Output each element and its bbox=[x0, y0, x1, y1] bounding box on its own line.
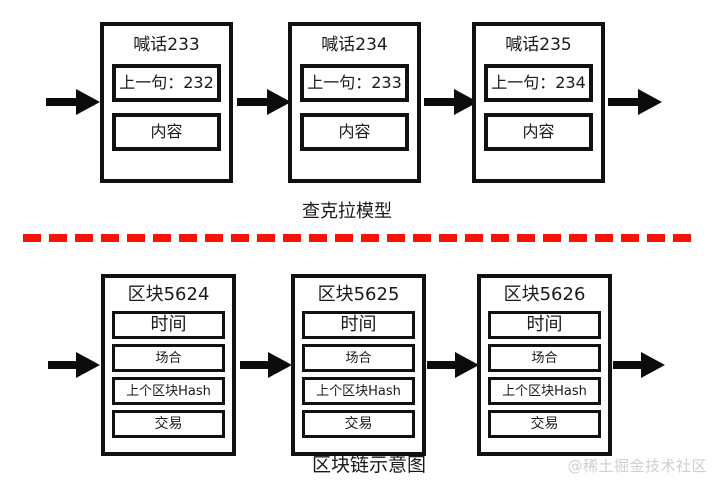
arrow-head bbox=[76, 89, 100, 115]
arrow-chakra-2-to-3 bbox=[424, 89, 478, 115]
block-node-1-transaction: 交易 bbox=[112, 410, 225, 438]
arrow-shaft bbox=[237, 98, 271, 106]
arrow-shaft bbox=[240, 361, 272, 369]
chakra-node-3-title: 喊话235 bbox=[505, 34, 572, 55]
arrow-chakra-1-to-2 bbox=[237, 89, 291, 115]
block-node-2[interactable]: 区块5625 时间 场合 上个区块Hash 交易 bbox=[291, 274, 426, 456]
chakra-node-2-content: 内容 bbox=[300, 113, 409, 151]
chakra-node-2[interactable]: 喊话234 上一句：233 内容 bbox=[288, 22, 421, 183]
block-node-3[interactable]: 区块5626 时间 场合 上个区块Hash 交易 bbox=[477, 274, 612, 456]
block-node-3-prev-hash: 上个区块Hash bbox=[488, 377, 601, 405]
arrow-block-2-to-3 bbox=[427, 352, 481, 378]
block-node-2-scene: 场合 bbox=[302, 344, 415, 372]
block-node-2-time: 时间 bbox=[302, 311, 415, 339]
chakra-node-3-content: 内容 bbox=[484, 113, 593, 151]
arrow-shaft bbox=[48, 361, 80, 369]
arrow-in-block-1 bbox=[48, 352, 102, 378]
section-divider bbox=[23, 234, 695, 242]
watermark-text: @稀土掘金技术社区 bbox=[567, 457, 707, 475]
block-node-3-scene: 场合 bbox=[488, 344, 601, 372]
block-node-1-time: 时间 bbox=[112, 311, 225, 339]
block-node-2-transaction: 交易 bbox=[302, 410, 415, 438]
chakra-model-caption: 查克拉模型 bbox=[302, 201, 392, 222]
block-node-2-title: 区块5625 bbox=[317, 284, 400, 305]
chakra-node-1-prev: 上一句：232 bbox=[112, 64, 221, 102]
arrow-head bbox=[268, 352, 292, 378]
chakra-node-1[interactable]: 喊话233 上一句：232 内容 bbox=[100, 22, 233, 183]
blockchain-caption: 区块链示意图 bbox=[312, 454, 427, 476]
chakra-node-2-prev: 上一句：233 bbox=[300, 64, 409, 102]
chakra-node-3-prev: 上一句：234 bbox=[484, 64, 593, 102]
block-node-1-scene: 场合 bbox=[112, 344, 225, 372]
block-node-1-title: 区块5624 bbox=[127, 284, 210, 305]
block-node-3-transaction: 交易 bbox=[488, 410, 601, 438]
arrow-head bbox=[641, 352, 665, 378]
arrow-block-1-to-2 bbox=[240, 352, 294, 378]
arrow-shaft bbox=[424, 98, 458, 106]
arrow-head bbox=[455, 352, 479, 378]
chakra-node-2-title: 喊话234 bbox=[321, 34, 388, 55]
arrow-out-chakra-3 bbox=[608, 89, 662, 115]
arrow-shaft bbox=[427, 361, 459, 369]
arrow-in-chakra-1 bbox=[46, 89, 100, 115]
arrow-head bbox=[267, 89, 291, 115]
block-node-1-prev-hash: 上个区块Hash bbox=[112, 377, 225, 405]
chakra-node-1-title: 喊话233 bbox=[133, 34, 200, 55]
arrow-shaft bbox=[613, 361, 645, 369]
chakra-node-3[interactable]: 喊话235 上一句：234 内容 bbox=[472, 22, 605, 183]
block-node-3-title: 区块5626 bbox=[503, 284, 586, 305]
arrow-shaft bbox=[608, 98, 642, 106]
arrow-shaft bbox=[46, 98, 80, 106]
arrow-head bbox=[638, 89, 662, 115]
chakra-node-1-content: 内容 bbox=[112, 113, 221, 151]
block-node-1[interactable]: 区块5624 时间 场合 上个区块Hash 交易 bbox=[101, 274, 236, 456]
block-node-3-time: 时间 bbox=[488, 311, 601, 339]
arrow-out-block-3 bbox=[613, 352, 667, 378]
block-node-2-prev-hash: 上个区块Hash bbox=[302, 377, 415, 405]
arrow-head bbox=[76, 352, 100, 378]
